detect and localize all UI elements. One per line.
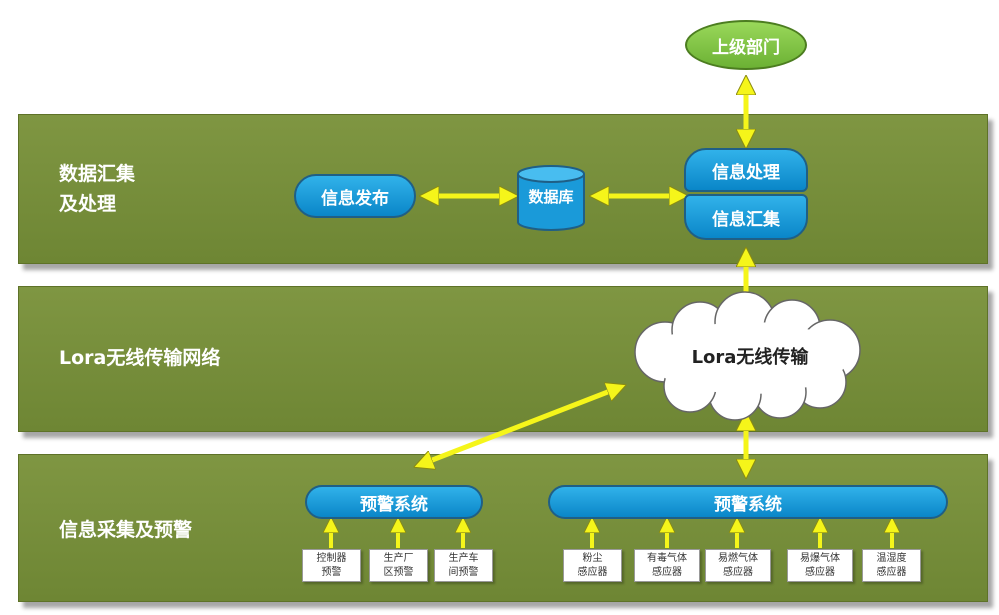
sensor-line1: 易燃气体 [718,552,758,564]
upper-department-node: 上级部门 [685,20,807,70]
sensor-line1: 易爆气体 [800,552,840,564]
info-collect-node: 信息汇集 [684,194,808,240]
warning-system-left: 预警系统 [305,485,483,519]
lora-cloud-label: Lora无线传输 [691,347,809,368]
sensor-workshop: 生产车 间预警 [434,549,493,582]
sensor-plant-area: 生产厂 区预警 [369,549,428,582]
info-process-node: 信息处理 [684,148,808,192]
sensor-toxic-gas: 有毒气体 感应器 [634,549,700,582]
sensor-line2: 预警 [321,566,342,578]
sensor-line1: 生产厂 [383,552,414,564]
sensor-explosive-gas: 易爆气体 感应器 [787,549,853,582]
sensor-line1: 生产车 [448,552,479,564]
sensor-line2: 间预警 [448,566,479,578]
sensor-line1: 温湿度 [876,552,907,564]
sensor-line2: 感应器 [876,566,907,578]
sensor-temp-humidity: 温湿度 感应器 [862,549,921,582]
warning-system-right: 预警系统 [548,485,948,519]
sensor-line1: 粉尘 [582,552,603,564]
info-publish-node: 信息发布 [294,174,416,218]
sensor-line2: 感应器 [577,566,608,578]
sensor-line2: 感应器 [723,566,753,578]
sensor-line2: 感应器 [805,566,835,578]
sensor-line1: 控制器 [316,552,347,564]
sensor-line1: 有毒气体 [647,552,687,564]
arrow-cloud-warn-left [422,388,618,464]
database-label: 数据库 [528,188,574,206]
layer-title-line2: 及处理 [59,193,117,215]
layer-title-lora: Lora无线传输网络 [59,347,221,369]
sensor-dust: 粉尘 感应器 [563,549,622,582]
sensor-controller: 控制器 预警 [302,549,361,582]
sensor-line2: 区预警 [383,566,414,578]
layer-title-line1: 数据汇集 [59,163,136,185]
layer-title-collection: 信息采集及预警 [59,519,193,541]
sensor-flammable-gas: 易燃气体 感应器 [705,549,771,582]
sensor-line2: 感应器 [652,566,682,578]
